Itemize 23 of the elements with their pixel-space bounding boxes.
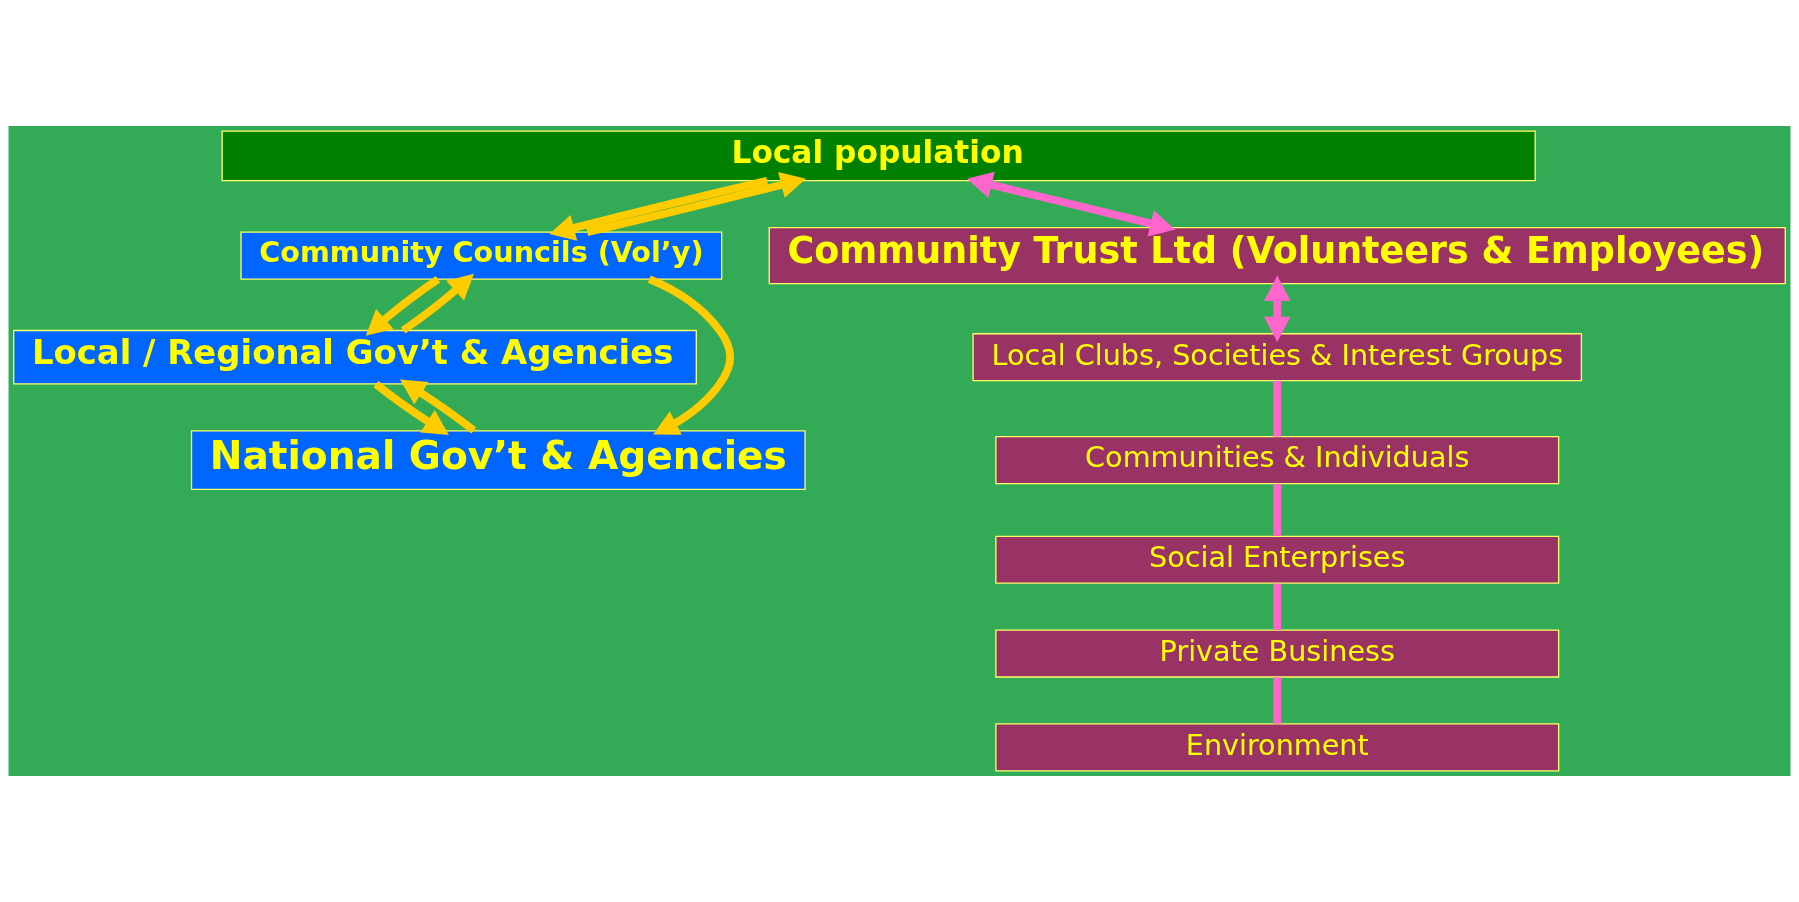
arrow bbox=[966, 171, 1176, 237]
node-box: Environment bbox=[995, 723, 1560, 772]
node-box: Local population bbox=[221, 130, 1536, 182]
arrow bbox=[373, 381, 449, 436]
arrow bbox=[400, 379, 477, 434]
arrow bbox=[586, 172, 806, 236]
node-box: Social Enterprises bbox=[995, 535, 1560, 584]
node-box: Private Business bbox=[995, 629, 1560, 678]
arrow bbox=[365, 275, 441, 336]
node-box: Local / Regional Gov’t & Agencies bbox=[13, 329, 697, 385]
arrow bbox=[647, 275, 735, 435]
node-box: National Gov’t & Agencies bbox=[190, 430, 806, 491]
connector bbox=[1273, 677, 1282, 724]
node-box: Local Clubs, Societies & Interest Groups bbox=[972, 333, 1583, 382]
connector bbox=[1273, 380, 1282, 437]
node-box: Community Trust Ltd (Volunteers & Employees) bbox=[768, 226, 1786, 285]
arrow bbox=[549, 176, 769, 241]
arrow bbox=[1263, 275, 1291, 342]
node-box: Communities & Individuals bbox=[995, 436, 1560, 485]
node-box: Community Councils (Vol’y) bbox=[240, 231, 723, 280]
connector bbox=[1273, 483, 1282, 537]
arrow bbox=[400, 273, 474, 334]
connector bbox=[1273, 583, 1282, 630]
